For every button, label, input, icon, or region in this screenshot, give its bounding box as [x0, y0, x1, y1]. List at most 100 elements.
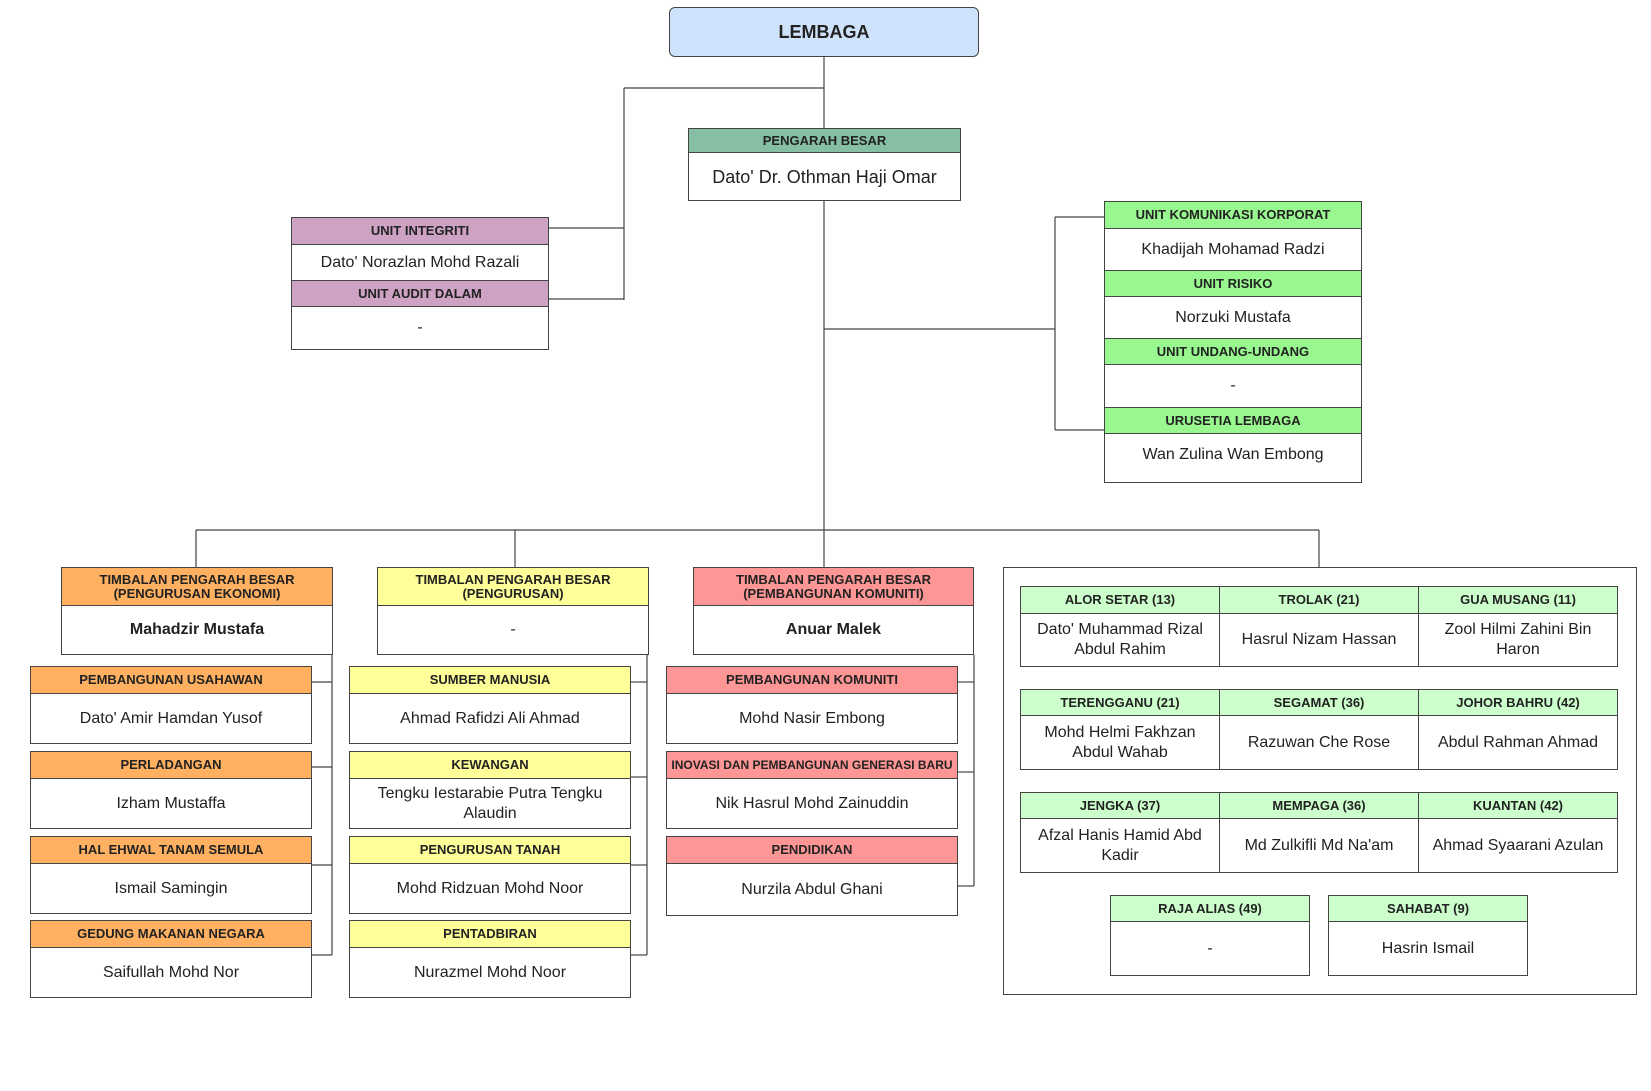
region-header: RAJA ALIAS (49): [1111, 896, 1309, 922]
region-mempaga[interactable]: MEMPAGA (36) Md Zulkifli Md Na'am: [1219, 792, 1419, 873]
region-kuantan[interactable]: KUANTAN (42) Ahmad Syaarani Azulan: [1418, 792, 1618, 873]
unit-kewangan[interactable]: KEWANGAN Tengku Iestarabie Putra Tengku …: [349, 751, 631, 829]
region-header: TROLAK (21): [1220, 587, 1418, 614]
unit-risiko-header: UNIT RISIKO: [1105, 271, 1361, 297]
region-name: Abdul Rahman Ahmad: [1437, 733, 1599, 751]
region-name: Dato' Muhammad Rizal Abdul Rahim: [1037, 621, 1203, 658]
unit-pembangunan-usahawan[interactable]: PEMBANGUNAN USAHAWAN Dato' Amir Hamdan Y…: [30, 666, 312, 744]
region-terengganu[interactable]: TERENGGANU (21) Mohd Helmi Fakhzan Abdul…: [1020, 689, 1220, 770]
region-jengka[interactable]: JENGKA (37) Afzal Hanis Hamid Abd Kadir: [1020, 792, 1220, 873]
unit-integriti-name: Dato' Norazlan Mohd Razali: [292, 245, 548, 281]
unit-name: Mohd Ridzuan Mohd Noor: [396, 879, 584, 897]
deputy-management-division: (PENGURUSAN): [462, 585, 564, 601]
region-header: SAHABAT (9): [1329, 896, 1527, 922]
unit-komunikasi-name: Khadijah Mohamad Radzi: [1105, 229, 1361, 271]
region-header: ALOR SETAR (13): [1021, 587, 1219, 614]
unit-header: PENTADBIRAN: [350, 921, 630, 948]
unit-name: Dato' Amir Hamdan Yusof: [79, 709, 263, 727]
deputy-economy-header: TIMBALAN PENGARAH BESAR (PENGURUSAN EKON…: [62, 568, 332, 606]
region-header: JOHOR BAHRU (42): [1419, 690, 1617, 716]
deputy-community-title: TIMBALAN PENGARAH BESAR: [736, 571, 931, 587]
unit-header: PENGURUSAN TANAH: [350, 837, 630, 864]
unit-pengurusan-tanah[interactable]: PENGURUSAN TANAH Mohd Ridzuan Mohd Noor: [349, 836, 631, 914]
region-name: Mohd Helmi Fakhzan Abdul Wahab: [1044, 723, 1196, 761]
root-box[interactable]: LEMBAGA: [669, 7, 979, 57]
unit-name: Ismail Samingin: [114, 879, 228, 897]
unit-name: Ahmad Rafidzi Ali Ahmad: [400, 709, 580, 727]
deputy-economy-division: (PENGURUSAN EKONOMI): [113, 585, 281, 601]
unit-name: Nik Hasrul Mohd Zainuddin: [715, 794, 909, 812]
right-units-stack: UNIT KOMUNIKASI KORPORAT Khadijah Mohama…: [1104, 201, 1362, 483]
deputy-economy-title: TIMBALAN PENGARAH BESAR: [99, 571, 295, 587]
unit-name: Nurzila Abdul Ghani: [741, 880, 883, 898]
region-name: Md Zulkifli Md Na'am: [1244, 836, 1394, 854]
region-name: Ahmad Syaarani Azulan: [1432, 836, 1604, 854]
unit-audit-header: UNIT AUDIT DALAM: [292, 281, 548, 307]
region-name: Afzal Hanis Hamid Abd Kadir: [1038, 826, 1202, 864]
deputy-management-title: TIMBALAN PENGARAH BESAR: [415, 571, 611, 587]
unit-name: Saifullah Mohd Nor: [102, 963, 240, 981]
unit-komunikasi-header: UNIT KOMUNIKASI KORPORAT: [1105, 202, 1361, 229]
urusetia-header: URUSETIA LEMBAGA: [1105, 408, 1361, 434]
unit-name: Izham Mustaffa: [116, 794, 226, 812]
region-header: GUA MUSANG (11): [1419, 587, 1617, 614]
unit-header: PEMBANGUNAN USAHAWAN: [31, 667, 311, 694]
unit-perladangan[interactable]: PERLADANGAN Izham Mustaffa: [30, 751, 312, 829]
director-name: Dato' Dr. Othman Haji Omar: [712, 166, 937, 187]
unit-header: INOVASI DAN PEMBANGUNAN GENERASI BARU: [667, 752, 957, 779]
unit-pembangunan-komuniti[interactable]: PEMBANGUNAN KOMUNITI Mohd Nasir Embong: [666, 666, 958, 744]
region-name: -: [1207, 939, 1213, 957]
unit-gedung-makanan-negara[interactable]: GEDUNG MAKANAN NEGARA Saifullah Mohd Nor: [30, 920, 312, 998]
deputy-community-box[interactable]: TIMBALAN PENGARAH BESAR (PEMBANGUNAN KOM…: [693, 567, 974, 655]
unit-header: SUMBER MANUSIA: [350, 667, 630, 694]
region-name: Hasrin Ismail: [1381, 939, 1475, 957]
deputy-community-header: TIMBALAN PENGARAH BESAR (PEMBANGUNAN KOM…: [694, 568, 973, 606]
left-units-stack: UNIT INTEGRITI Dato' Norazlan Mohd Razal…: [291, 217, 549, 350]
deputy-management-name: -: [510, 621, 516, 638]
regions-frame: [1003, 567, 1637, 995]
region-trolak[interactable]: TROLAK (21) Hasrul Nizam Hassan: [1219, 586, 1419, 667]
unit-risiko-name: Norzuki Mustafa: [1105, 297, 1361, 339]
region-segamat[interactable]: SEGAMAT (36) Razuwan Che Rose: [1219, 689, 1419, 770]
root-label: LEMBAGA: [778, 21, 870, 42]
unit-pendidikan[interactable]: PENDIDIKAN Nurzila Abdul Ghani: [666, 836, 958, 916]
deputy-economy-name: Mahadzir Mustafa: [129, 621, 265, 638]
unit-header: PENDIDIKAN: [667, 837, 957, 864]
director-header: PENGARAH BESAR: [689, 129, 960, 153]
deputy-economy-box[interactable]: TIMBALAN PENGARAH BESAR (PENGURUSAN EKON…: [61, 567, 333, 655]
unit-inovasi-generasi-baru[interactable]: INOVASI DAN PEMBANGUNAN GENERASI BARU Ni…: [666, 751, 958, 829]
deputy-community-division: (PEMBANGUNAN KOMUNITI): [743, 585, 924, 601]
unit-audit-name: -: [417, 319, 423, 336]
region-name: Hasrul Nizam Hassan: [1241, 631, 1397, 648]
region-sahabat[interactable]: SAHABAT (9) Hasrin Ismail: [1328, 895, 1528, 976]
region-header: JENGKA (37): [1021, 793, 1219, 819]
urusetia-name: Wan Zulina Wan Embong: [1142, 446, 1324, 463]
unit-header: HAL EHWAL TANAM SEMULA: [31, 837, 311, 864]
unit-sumber-manusia[interactable]: SUMBER MANUSIA Ahmad Rafidzi Ali Ahmad: [349, 666, 631, 744]
region-johor-bahru[interactable]: JOHOR BAHRU (42) Abdul Rahman Ahmad: [1418, 689, 1618, 770]
unit-header: KEWANGAN: [350, 752, 630, 779]
unit-name: Mohd Nasir Embong: [739, 709, 885, 727]
deputy-community-name: Anuar Malek: [785, 621, 882, 638]
unit-name: Tengku Iestarabie Putra Tengku Alaudin: [377, 784, 603, 822]
region-alor-setar[interactable]: ALOR SETAR (13) Dato' Muhammad Rizal Abd…: [1020, 586, 1220, 667]
region-raja-alias[interactable]: RAJA ALIAS (49) -: [1110, 895, 1310, 976]
region-gua-musang[interactable]: GUA MUSANG (11) Zool Hilmi Zahini Bin Ha…: [1418, 586, 1618, 667]
deputy-management-header: TIMBALAN PENGARAH BESAR (PENGURUSAN): [378, 568, 648, 606]
region-header: TERENGGANU (21): [1021, 690, 1219, 716]
unit-undang-name: -: [1105, 365, 1361, 408]
unit-integriti-header: UNIT INTEGRITI: [292, 218, 548, 245]
unit-undang-header: UNIT UNDANG-UNDANG: [1105, 339, 1361, 365]
unit-hal-ehwal-tanam-semula[interactable]: HAL EHWAL TANAM SEMULA Ismail Samingin: [30, 836, 312, 914]
region-header: KUANTAN (42): [1419, 793, 1617, 819]
unit-header: PEMBANGUNAN KOMUNITI: [667, 667, 957, 694]
director-box[interactable]: PENGARAH BESAR Dato' Dr. Othman Haji Oma…: [688, 128, 961, 201]
region-header: MEMPAGA (36): [1220, 793, 1418, 819]
unit-name: Nurazmel Mohd Noor: [413, 963, 567, 981]
region-name: Razuwan Che Rose: [1247, 733, 1391, 751]
unit-header: GEDUNG MAKANAN NEGARA: [31, 921, 311, 948]
deputy-management-box[interactable]: TIMBALAN PENGARAH BESAR (PENGURUSAN) -: [377, 567, 649, 655]
region-header: SEGAMAT (36): [1220, 690, 1418, 716]
unit-pentadbiran[interactable]: PENTADBIRAN Nurazmel Mohd Noor: [349, 920, 631, 998]
